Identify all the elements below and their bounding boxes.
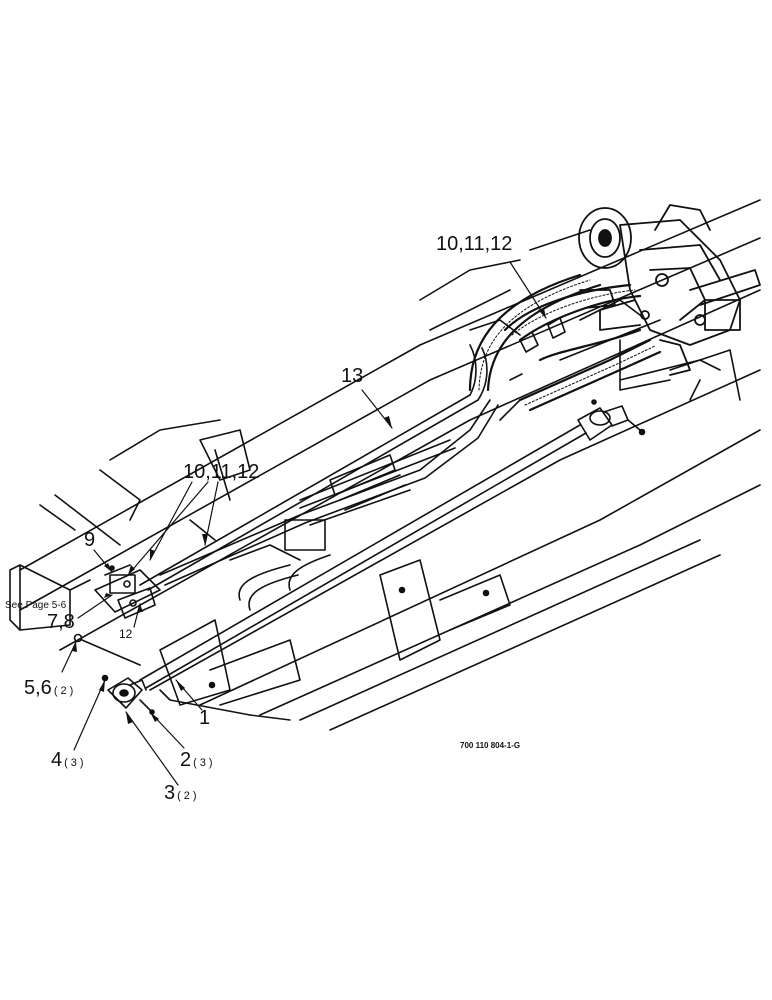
callout-9: 9 [84,530,95,550]
callout-12-lower: 12 [119,628,132,640]
callout-text: 10,11,12 [183,461,260,483]
callout-text: 3 [164,782,176,804]
callout-3: 3(2) [164,783,200,803]
callout-qty: (3) [193,757,216,769]
callout-qty: (3) [64,757,87,769]
callout-text: 13 [341,365,364,387]
callout-text: 10,11,12 [436,233,513,255]
leader-arrowheads [72,308,546,724]
callout-1: 1 [199,708,210,728]
drive-shaft [139,424,587,689]
callout-2: 2(3) [180,750,216,770]
reference-note: See Page 5-6 [5,600,67,611]
callout-13: 13 [341,366,363,386]
front-coupler [577,399,646,441]
front-hose-clamps [509,317,566,381]
callout-text: 9 [84,529,96,551]
callout-4: 4(3) [51,750,87,770]
callout-text: 12 [119,627,133,641]
callout-10-11-12-rear: 10,11,12 [183,462,259,482]
callout-text: 1 [199,707,211,729]
callout-10-11-12-front: 10,11,12 [436,234,512,254]
drawing-number: 700 110 804-1-G [460,741,521,750]
callout-text: 7,8 [47,611,75,633]
callout-text: 4 [51,749,63,771]
callout-text: 2 [180,749,192,771]
callout-7-8: 7,8 [47,612,75,632]
gearbox-assembly [578,204,761,376]
rear-coupler [101,674,155,715]
callout-text: 5,6 [24,677,52,699]
hydraulic-tubes [159,399,499,611]
callout-5-6: 5,6(2) [24,678,76,698]
hose-braid-texture [478,279,656,406]
callout-qty: (2) [177,790,200,802]
main-frame [9,199,761,731]
callout-qty: (2) [53,685,77,697]
